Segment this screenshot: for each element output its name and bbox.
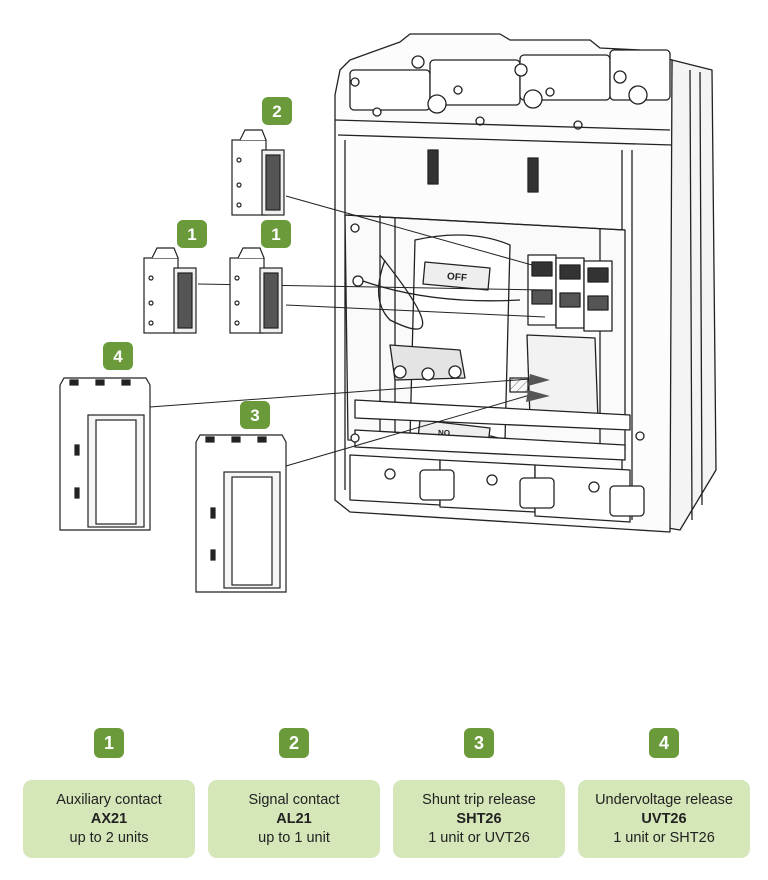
legend-number-badge: 1 xyxy=(94,728,124,758)
circuit-breaker xyxy=(334,33,717,533)
arrow-head xyxy=(528,374,550,386)
legend-number-badge: 2 xyxy=(279,728,309,758)
breaker-accessory-drawing: OFF ON xyxy=(59,33,717,593)
legend-number-badge: 4 xyxy=(649,728,679,758)
callout-badge-3: 3 xyxy=(240,401,270,429)
off-mark: OFF xyxy=(447,271,468,284)
legend-card: Undervoltage release UVT26 1 unit or SHT… xyxy=(578,780,750,858)
callout-badge-4: 4 xyxy=(103,342,133,370)
legend-name: Undervoltage release xyxy=(595,791,733,808)
legend-card: Shunt trip release SHT26 1 unit or UVT26 xyxy=(393,780,565,858)
legend-name: Auxiliary contact xyxy=(56,791,162,808)
legend-number-badge: 3 xyxy=(464,728,494,758)
on-mark: ON xyxy=(438,428,451,437)
svg-text:4: 4 xyxy=(113,347,123,366)
callout-badge-1: 1 xyxy=(177,220,207,248)
undervoltage-release-module xyxy=(59,377,151,531)
accessory-legend: 1 Auxiliary contact AX21 up to 2 units 2… xyxy=(0,728,768,868)
svg-text:2: 2 xyxy=(272,102,281,121)
shunt-trip-release-module xyxy=(195,434,287,593)
callout-badge-2: 2 xyxy=(262,97,292,125)
auxiliary-contact-module xyxy=(229,247,283,334)
legend-code: AL21 xyxy=(276,810,312,827)
svg-text:1: 1 xyxy=(187,225,196,244)
auxiliary-contact-module xyxy=(143,247,197,334)
legend-qty: up to 2 units xyxy=(69,829,149,846)
svg-text:3: 3 xyxy=(250,406,259,425)
legend-qty: 1 unit or UVT26 xyxy=(428,829,530,846)
legend-qty: 1 unit or SHT26 xyxy=(613,829,715,846)
arrow-head xyxy=(526,390,550,402)
legend-code: AX21 xyxy=(90,810,128,827)
legend-qty: up to 1 unit xyxy=(258,829,330,846)
signal-contact-module xyxy=(231,129,285,216)
legend-name: Shunt trip release xyxy=(422,791,536,808)
legend-name: Signal contact xyxy=(248,791,340,808)
legend-card: Auxiliary contact AX21 up to 2 units xyxy=(23,780,195,858)
callout-badge-1: 1 xyxy=(261,220,291,248)
legend-card: Signal contact AL21 up to 1 unit xyxy=(208,780,380,858)
legend-code: UVT26 xyxy=(641,810,687,827)
legend-code: SHT26 xyxy=(456,810,502,827)
svg-text:1: 1 xyxy=(271,225,280,244)
